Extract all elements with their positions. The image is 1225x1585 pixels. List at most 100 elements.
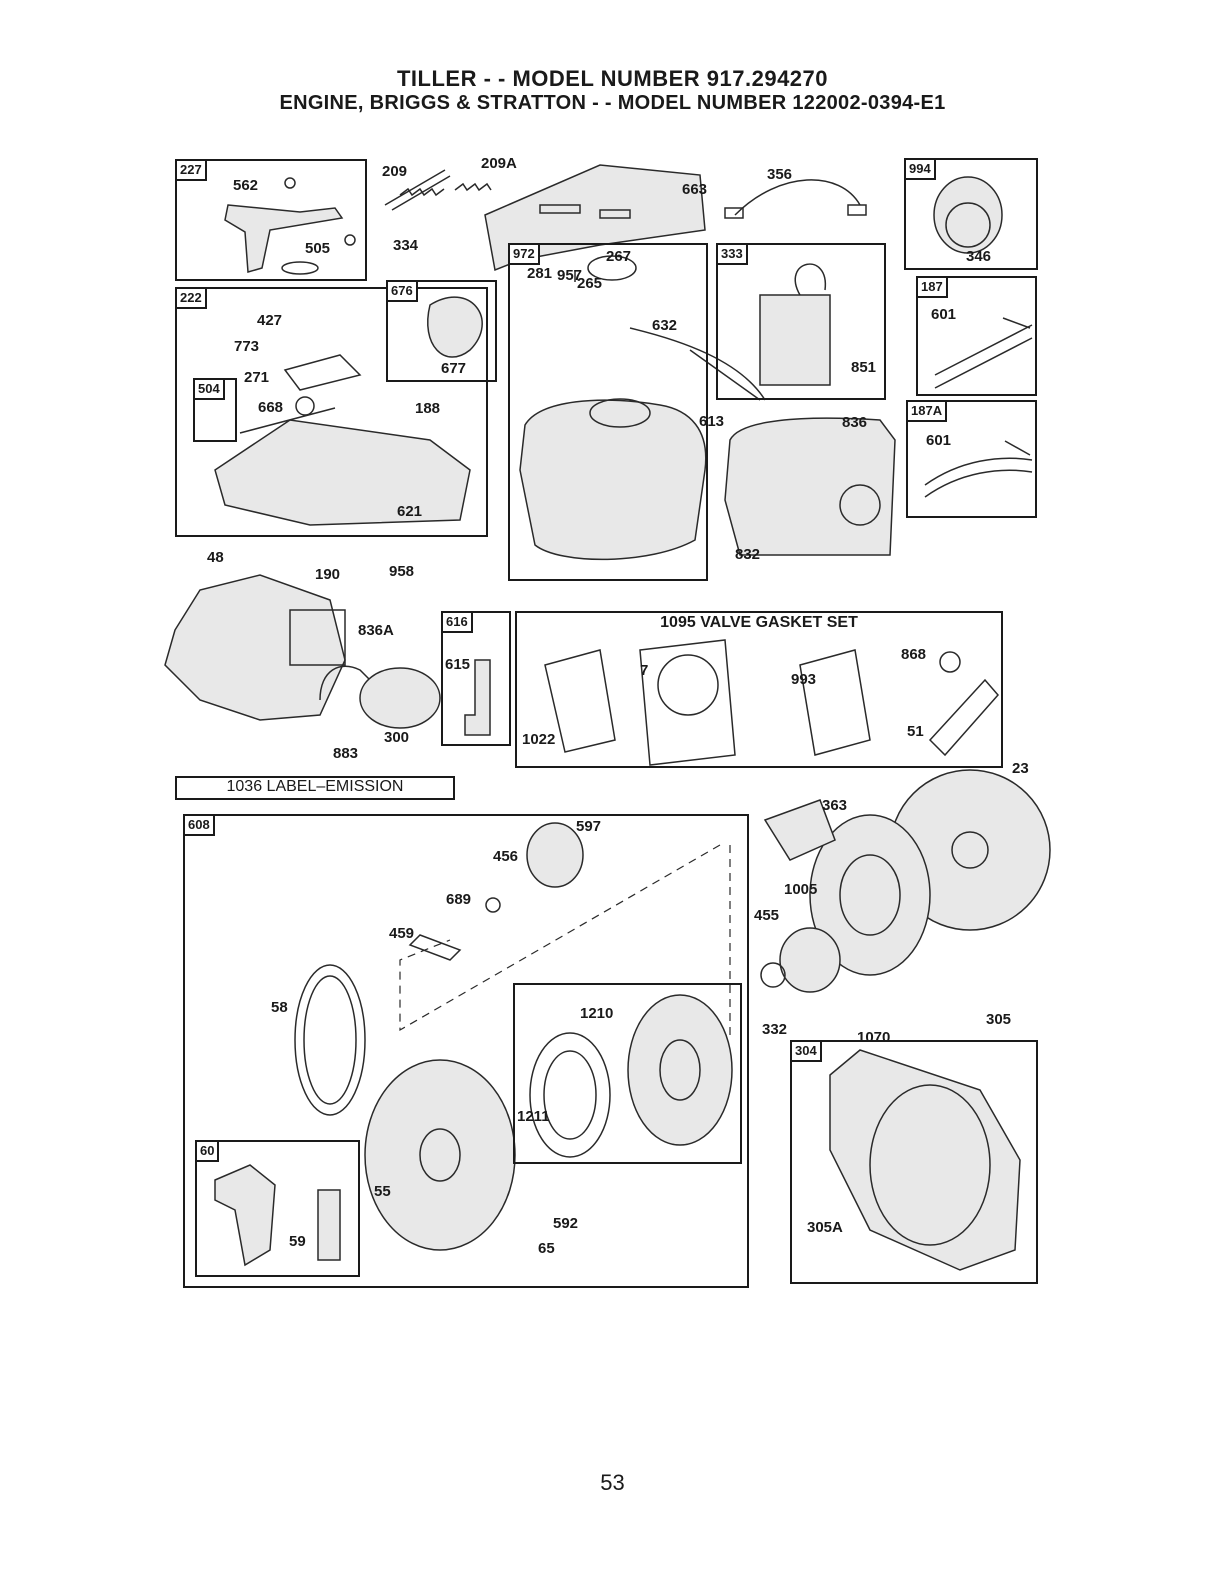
kit-tag-187: 187	[916, 276, 948, 298]
starter-pulley-large-shape	[627, 994, 733, 1146]
intake-gasket-shape	[799, 649, 871, 756]
kit-tag-60: 60	[195, 1140, 220, 1162]
exhaust-gasket-shape	[928, 678, 999, 757]
part-label-613: 613	[699, 413, 725, 430]
part-label-601-bottom: 601	[926, 432, 952, 449]
kit-tag-994: 994	[904, 158, 936, 180]
fuel-tank-shape	[519, 399, 707, 561]
throttle-lever-shape	[224, 204, 344, 273]
label-emission-box	[175, 776, 455, 800]
intake-elbow-shape	[319, 665, 381, 701]
kit-tag-227: 227	[175, 159, 207, 181]
kit-box-994	[904, 158, 1038, 270]
part-label-427: 427	[257, 312, 283, 329]
part-label-851: 851	[851, 359, 877, 376]
part-label-505: 505	[305, 240, 331, 257]
kit-box-187a	[906, 400, 1037, 518]
part-label-190: 190	[315, 566, 341, 583]
valve-gasket-set-box	[515, 611, 1003, 768]
kit-tag-304: 304	[790, 1040, 822, 1062]
part-label-305: 305	[986, 1011, 1012, 1028]
starter-cup-shape	[779, 927, 841, 993]
base-plate-shape	[214, 419, 471, 526]
part-label-993: 993	[791, 671, 817, 688]
part-label-957: 957	[557, 267, 583, 284]
cylinder-head-gasket-shape	[639, 639, 736, 766]
part-label-48: 48	[207, 549, 224, 566]
part-label-677: 677	[441, 360, 467, 377]
kit-box-222	[175, 287, 488, 537]
kit-tag-676: 676	[386, 280, 418, 302]
part-label-363: 363	[822, 797, 848, 814]
air-cleaner-shape	[359, 667, 441, 729]
part-label-562: 562	[233, 177, 259, 194]
part-label-51: 51	[907, 723, 924, 740]
diagram-title: TILLER - - MODEL NUMBER 917.294270	[396, 66, 829, 91]
part-label-592: 592	[553, 1215, 579, 1232]
governor-spring-shape	[384, 169, 451, 211]
part-label-65: 65	[538, 1240, 555, 1257]
starter-pulley-box	[513, 983, 742, 1164]
kit-box-304	[790, 1040, 1038, 1284]
muffler-screen-shape	[933, 176, 1003, 254]
part-label-356: 356	[767, 166, 793, 183]
starter-housing-shape	[364, 1059, 516, 1251]
part-label-615: 615	[445, 656, 471, 673]
kit-tag-222: 222	[175, 287, 207, 309]
part-label-58: 58	[271, 999, 288, 1016]
breather-tube-shape	[934, 324, 1033, 389]
kit-box-187	[916, 276, 1037, 396]
part-label-1070: 1070	[857, 1029, 891, 1046]
part-label-332: 332	[762, 1021, 788, 1038]
part-label-836: 836	[842, 414, 868, 431]
part-label-456: 456	[493, 848, 519, 865]
kit-tag-187a: 187A	[906, 400, 948, 422]
part-label-601-top: 601	[931, 306, 957, 323]
ignition-armature-shape	[759, 294, 831, 386]
kit-tag-972: 972	[508, 243, 540, 265]
part-label-836a: 836A	[358, 622, 394, 639]
page-number: 53	[600, 1470, 625, 1495]
part-label-55: 55	[374, 1183, 391, 1200]
kit-box-227	[175, 159, 367, 281]
label-emission-label: 1036 LABEL–EMISSION	[226, 778, 404, 795]
part-label-305a: 305A	[807, 1219, 843, 1236]
part-label-209: 209	[382, 163, 408, 180]
part-label-59: 59	[289, 1233, 306, 1250]
part-label-300: 300	[384, 729, 410, 746]
part-label-267: 267	[606, 248, 632, 265]
part-label-883: 883	[333, 745, 359, 762]
kit-box-616	[441, 611, 511, 746]
part-label-1022: 1022	[522, 731, 556, 748]
part-label-689: 689	[446, 891, 472, 908]
kit-box-676	[386, 280, 497, 382]
part-label-455: 455	[754, 907, 780, 924]
part-label-334: 334	[393, 237, 419, 254]
starter-rope-shape	[294, 964, 366, 1116]
flywheel-fan-shape	[809, 814, 931, 976]
dipstick-shape	[464, 659, 491, 736]
part-label-597: 597	[576, 818, 602, 835]
part-label-632: 632	[652, 317, 678, 334]
part-label-346: 346	[966, 248, 992, 265]
part-label-958: 958	[389, 563, 415, 580]
starter-pulley-shape	[526, 822, 584, 888]
part-label-868: 868	[901, 646, 927, 663]
short-block-shape	[164, 574, 346, 721]
part-label-1211: 1211	[517, 1108, 550, 1125]
part-label-668: 668	[258, 399, 284, 416]
valve-cover-gasket-shape	[544, 649, 616, 753]
part-label-663: 663	[682, 181, 708, 198]
valve-gasket-set-label: 1095 VALVE GASKET SET	[660, 614, 858, 631]
part-label-271: 271	[244, 369, 270, 386]
blower-shroud-shape	[829, 1049, 1021, 1271]
kit-box-608	[183, 814, 749, 1288]
part-label-23: 23	[1012, 760, 1029, 777]
part-label-621: 621	[397, 503, 423, 520]
kit-tag-608: 608	[183, 814, 215, 836]
part-label-1210: 1210	[580, 1005, 614, 1022]
part-label-832: 832	[735, 546, 761, 563]
kit-box-972	[508, 243, 708, 581]
